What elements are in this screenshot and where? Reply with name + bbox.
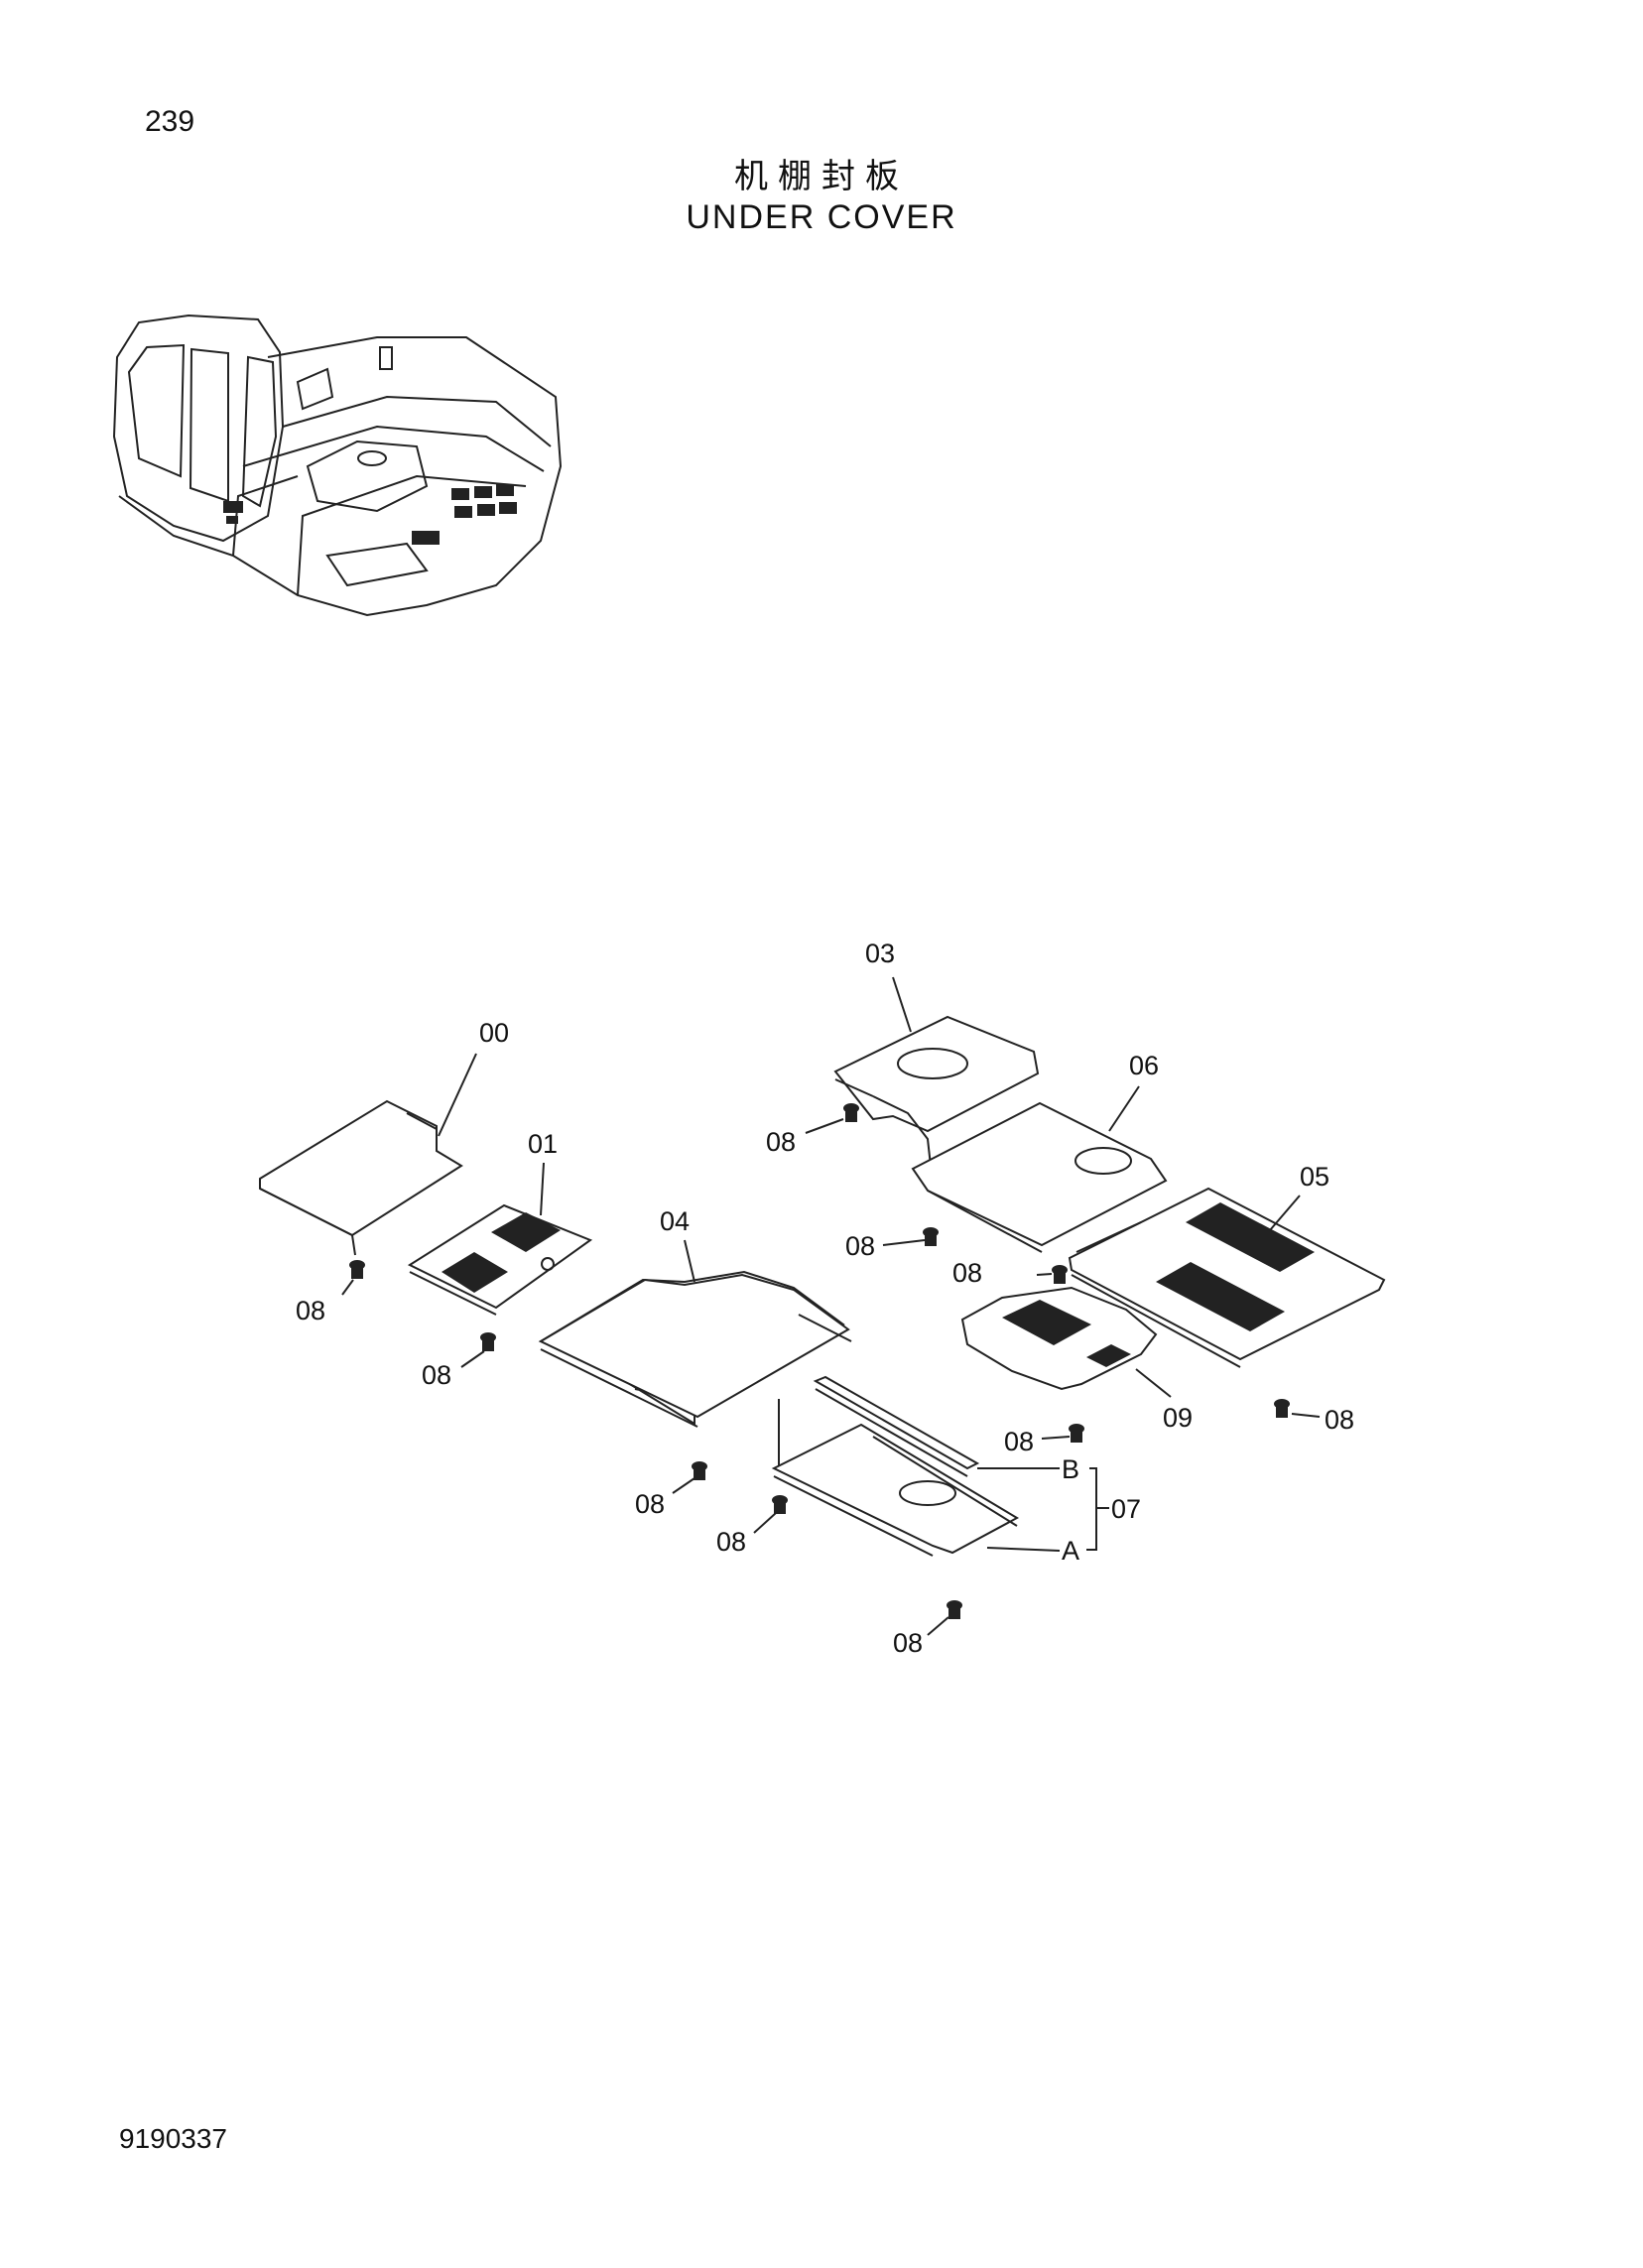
part-07-cover-assembly [771, 1375, 1020, 1557]
bolt-08 [1052, 1265, 1068, 1284]
bolt-08 [947, 1600, 962, 1619]
part-label-08: 08 [716, 1527, 746, 1557]
part-03-cover-plate [833, 1015, 1040, 1167]
bolt-08 [480, 1332, 496, 1351]
page-number: 239 [145, 105, 195, 138]
bolt-group [349, 1103, 1290, 1619]
part-label-04: 04 [660, 1206, 690, 1236]
part-00-cover-plate [259, 1099, 463, 1256]
part-label-a: A [1062, 1536, 1079, 1566]
part-label-08: 08 [635, 1489, 665, 1519]
bolt-08 [923, 1227, 939, 1246]
bolt-08 [349, 1260, 365, 1279]
part-label-06: 06 [1129, 1051, 1159, 1080]
bolt-08 [1274, 1399, 1290, 1418]
part-label-08: 08 [1004, 1427, 1034, 1456]
bolt-08 [1069, 1424, 1084, 1443]
part-05-cover-plate [1068, 1187, 1386, 1368]
document-number: 9190337 [119, 2123, 228, 2154]
part-label-08: 08 [845, 1231, 875, 1261]
part-label-08: 08 [422, 1360, 451, 1390]
machine-overview-illustration [112, 314, 563, 617]
part-label-08: 08 [952, 1258, 982, 1288]
part-label-08: 08 [1325, 1405, 1354, 1435]
part-label-09: 09 [1163, 1403, 1193, 1433]
part-label-08: 08 [296, 1296, 325, 1325]
part-label-05: 05 [1300, 1162, 1329, 1192]
part-label-08: 08 [766, 1127, 796, 1157]
bolt-08 [843, 1103, 859, 1122]
part-label-08: 08 [893, 1628, 923, 1658]
bolt-08 [692, 1461, 707, 1480]
part-label-00: 00 [479, 1018, 509, 1048]
page-title-english: UNDER COVER [686, 198, 957, 236]
page-title-chinese: 机棚封板 [734, 157, 909, 196]
part-06-cover-plate [911, 1101, 1168, 1253]
part-04-cover-plate [538, 1270, 852, 1428]
part-label-03: 03 [865, 939, 895, 968]
part-label-b: B [1062, 1454, 1079, 1484]
part-label-01: 01 [528, 1129, 558, 1159]
part-09-cover-plate [960, 1286, 1158, 1391]
part-01-cover-plate [407, 1203, 593, 1316]
bolt-08 [772, 1495, 788, 1514]
part-label-07: 07 [1111, 1494, 1141, 1524]
